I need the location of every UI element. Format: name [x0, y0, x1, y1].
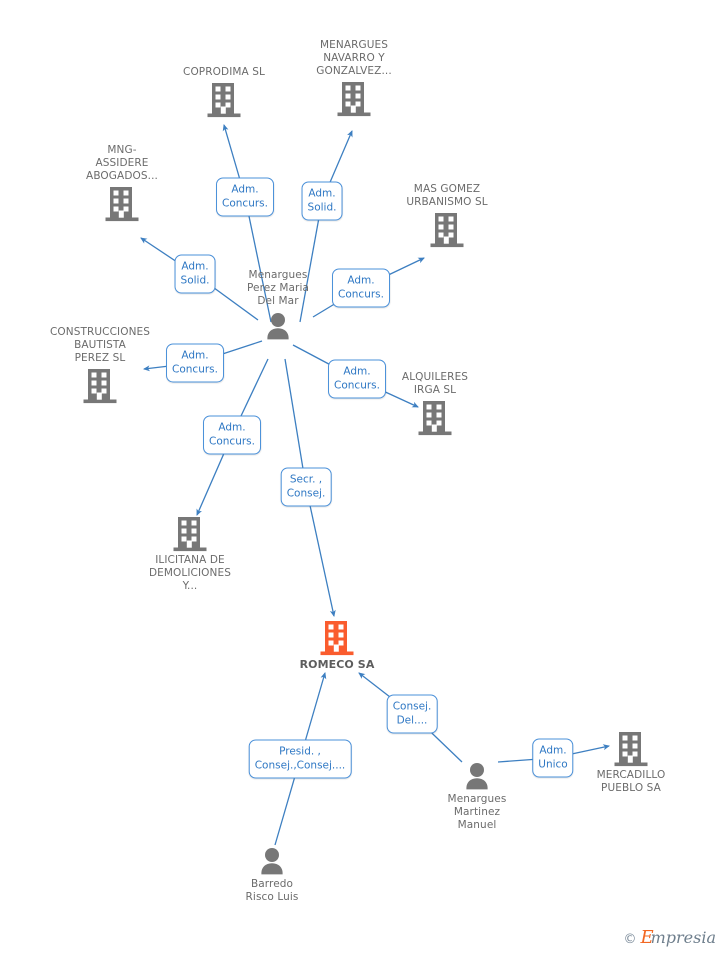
edge-label-adm-solid-mng-assidere[interactable]: Adm. Solid. — [174, 254, 216, 294]
node-label: Menargues Perez Maria Del Mar — [246, 269, 310, 307]
node-label: MAS GOMEZ URBANISMO SL — [406, 183, 488, 208]
node-ilicitana-demoliciones[interactable]: ILICITANA DE DEMOLICIONES Y... — [120, 516, 260, 593]
building-icon — [614, 731, 648, 767]
node-label: MENARGUES NAVARRO Y GONZALVEZ... — [316, 39, 392, 77]
person-icon — [263, 311, 293, 341]
node-menargues-navarro[interactable]: MENARGUES NAVARRO Y GONZALVEZ... — [284, 39, 424, 117]
edge-label-adm-concurs-ilicitana[interactable]: Adm. Concurs. — [203, 415, 261, 455]
node-alquileres-irga[interactable]: ALQUILERES IRGA SL — [365, 371, 505, 436]
node-label: MNG- ASSIDERE ABOGADOS... — [86, 144, 158, 182]
brand-name: mpresia — [650, 928, 716, 947]
edge-label-consej-del-romeco[interactable]: Consej. Del.... — [386, 694, 438, 734]
node-label: CONSTRUCCIONES BAUTISTA PEREZ SL — [49, 326, 151, 364]
empresia-watermark: © Empresia — [623, 927, 716, 948]
edge-label-adm-concurs-construcciones[interactable]: Adm. Concurs. — [166, 343, 224, 383]
building-icon — [418, 400, 452, 436]
person-icon — [462, 761, 492, 791]
building-icon — [83, 368, 117, 404]
building-icon — [207, 82, 241, 118]
copyright-icon: © — [623, 932, 637, 947]
node-label: ALQUILERES IRGA SL — [401, 371, 469, 396]
building-icon — [105, 186, 139, 222]
node-label: Barredo Risco Luis — [245, 878, 299, 903]
edge-label-adm-concurs-mas-gomez[interactable]: Adm. Concurs. — [332, 268, 390, 308]
edge-label-secr-consej-romeco[interactable]: Secr. , Consej. — [280, 467, 332, 507]
edge-label-adm-concurs-coprodima[interactable]: Adm. Concurs. — [216, 177, 274, 217]
edge-label-adm-solid-menargues-navarro[interactable]: Adm. Solid. — [301, 181, 343, 221]
node-romeco-sa[interactable]: ROMECO SA — [267, 620, 407, 671]
edge-label-adm-concurs-alquileres[interactable]: Adm. Concurs. — [328, 359, 386, 399]
edge-label-adm-unico-mercadillo[interactable]: Adm. Unico — [532, 738, 574, 778]
node-label: ILICITANA DE DEMOLICIONES Y... — [148, 554, 232, 592]
node-label: MERCADILLO PUEBLO SA — [596, 769, 666, 794]
node-label: ROMECO SA — [299, 658, 375, 671]
node-mas-gomez[interactable]: MAS GOMEZ URBANISMO SL — [377, 183, 517, 248]
node-barredo-risco-luis[interactable]: Barredo Risco Luis — [202, 846, 342, 904]
building-icon — [337, 81, 371, 117]
node-coprodima[interactable]: COPRODIMA SL — [154, 66, 294, 118]
building-icon — [430, 212, 464, 248]
node-label: Menargues Martinez Manuel — [447, 793, 507, 831]
building-icon — [320, 620, 354, 656]
node-label: COPRODIMA SL — [183, 66, 265, 78]
edge-label-presid-consej-romeco[interactable]: Presid. , Consej.,Consej.... — [248, 739, 352, 779]
person-icon — [257, 846, 287, 876]
brand-initial: E — [640, 927, 654, 948]
node-menargues-perez-maria-del-mar[interactable]: Menargues Perez Maria Del Mar — [208, 269, 348, 341]
node-menargues-martinez-manuel[interactable]: Menargues Martinez Manuel — [407, 761, 547, 832]
node-mercadillo-pueblo[interactable]: MERCADILLO PUEBLO SA — [561, 731, 701, 795]
node-mng-assidere[interactable]: MNG- ASSIDERE ABOGADOS... — [52, 144, 192, 222]
building-icon — [173, 516, 207, 552]
node-construcciones-bautista[interactable]: CONSTRUCCIONES BAUTISTA PEREZ SL — [30, 326, 170, 404]
